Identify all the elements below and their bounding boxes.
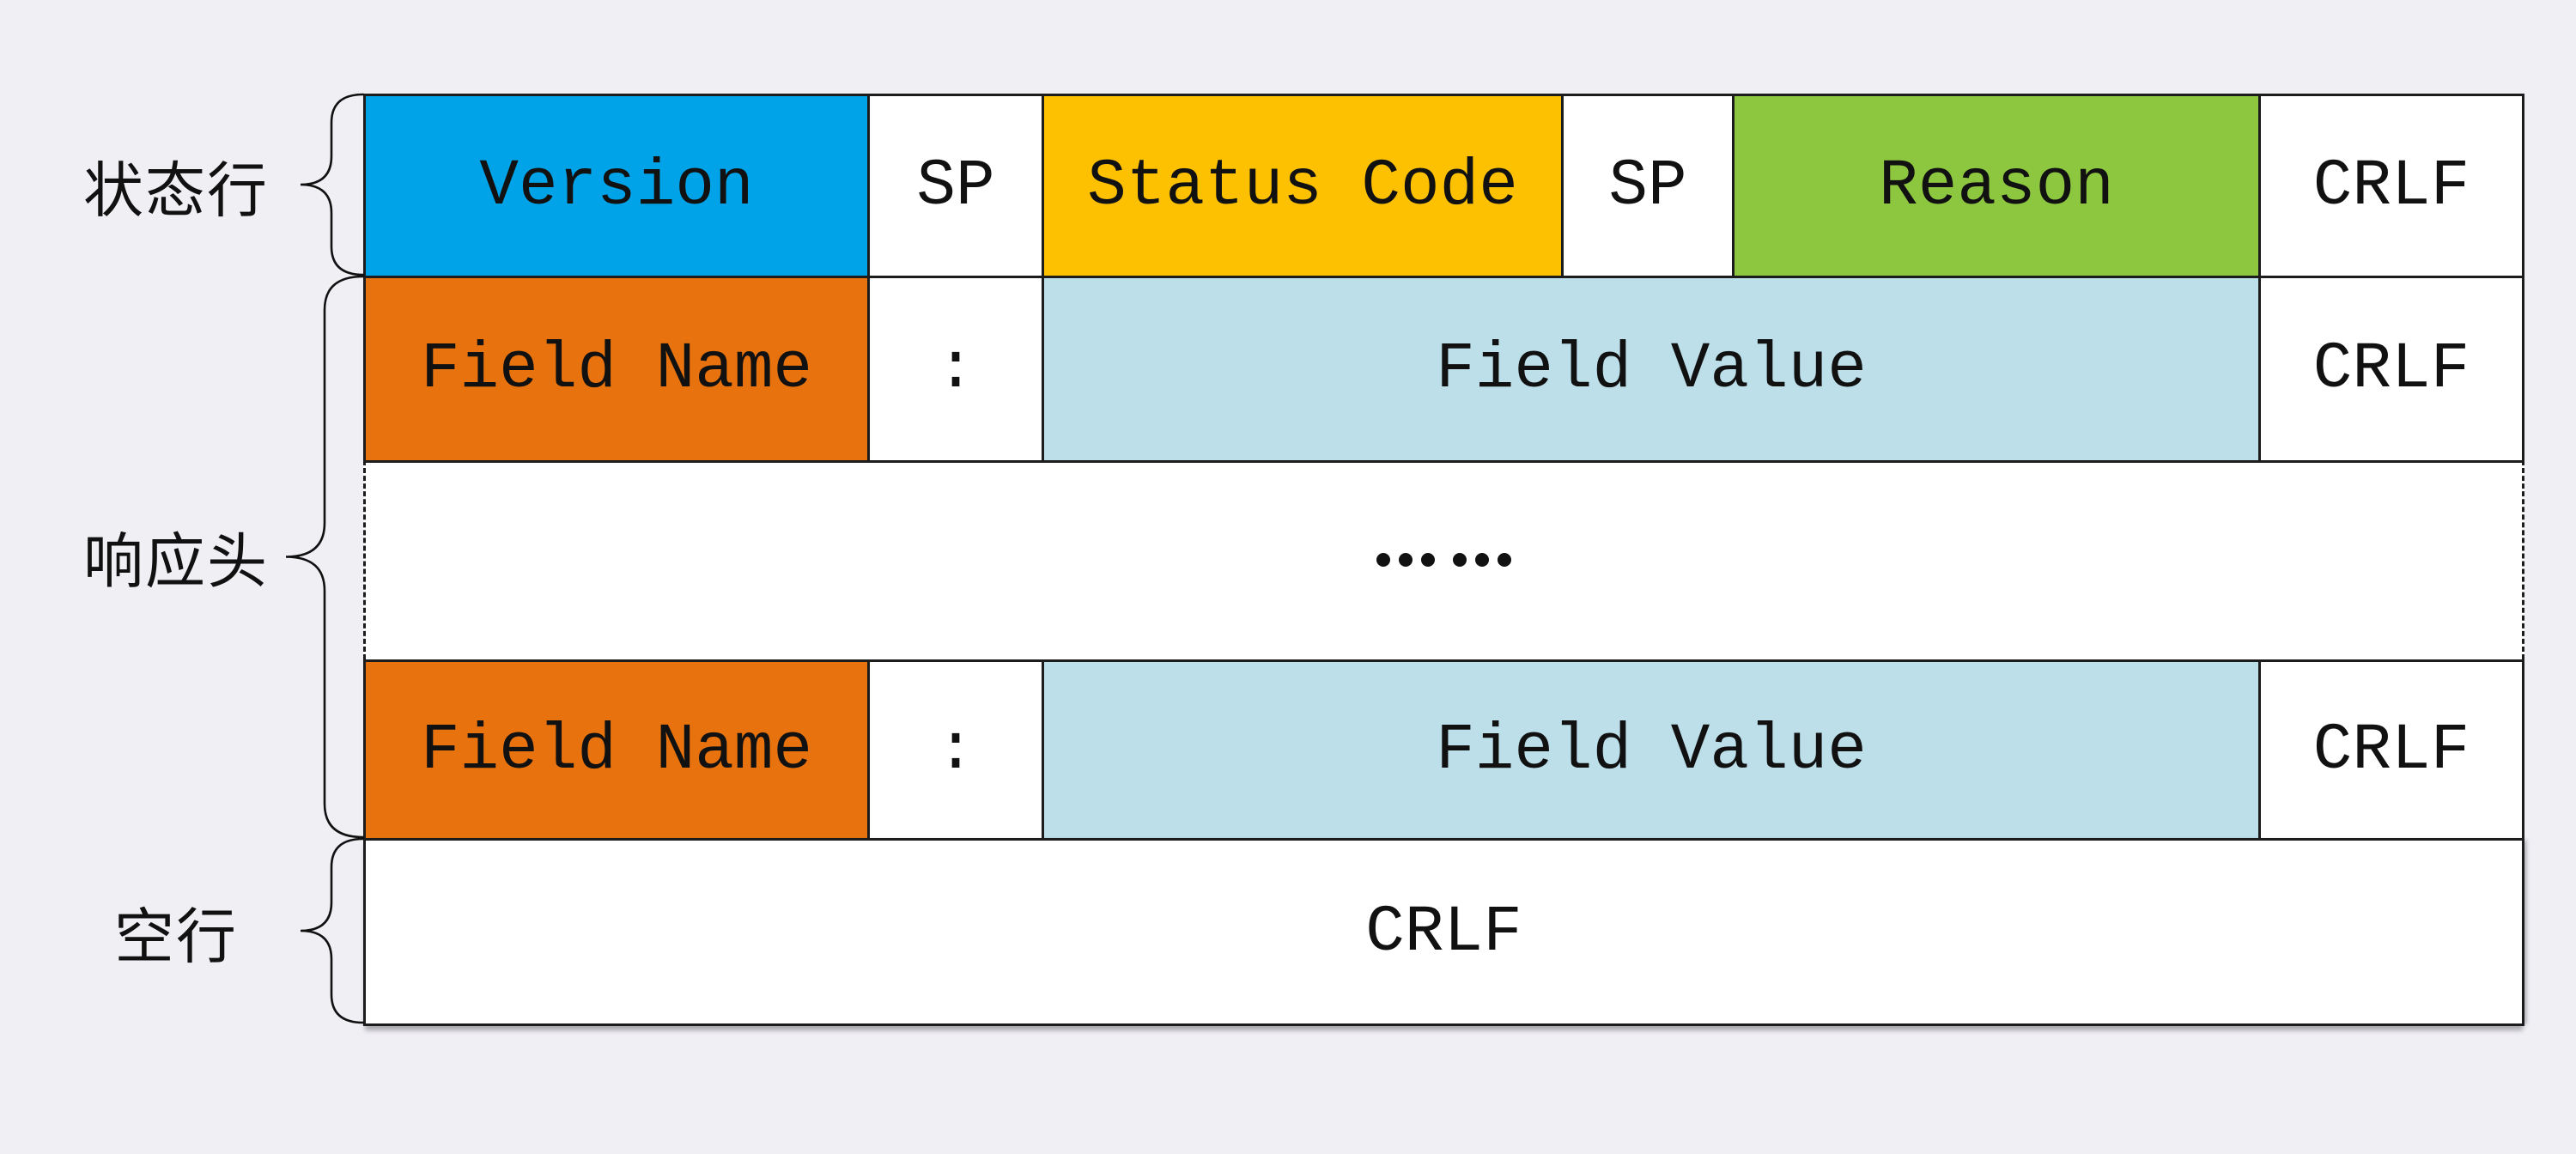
brace-response-headers <box>285 275 365 839</box>
cell-version: Version <box>363 94 870 278</box>
ellipsis-dot <box>1453 553 1467 567</box>
cell-field-value-2: Field Value <box>1042 659 2261 841</box>
cell-crlf-header-1: CRLF <box>2258 276 2524 463</box>
response-headers-continuation-row <box>363 460 2524 659</box>
cell-field-value-1: Field Value <box>1042 276 2261 463</box>
brace-blank-line <box>300 837 365 1024</box>
cell-sp-2: SP <box>1561 94 1735 278</box>
cell-crlf-blank-line: CRLF <box>363 838 2524 1026</box>
cell-reason: Reason <box>1732 94 2261 278</box>
ellipsis-dot <box>1376 553 1390 567</box>
cell-colon-2: : <box>867 659 1044 841</box>
ellipsis-dot <box>1399 553 1413 567</box>
cell-crlf-status-line: CRLF <box>2258 94 2524 278</box>
ellipsis-dot <box>1498 553 1511 567</box>
cell-crlf-header-2: CRLF <box>2258 659 2524 841</box>
brace-status-line <box>300 93 365 276</box>
label-blank-line: 空行 <box>114 905 238 971</box>
label-status-line: 状态行 <box>83 159 269 225</box>
cell-field-name-2: Field Name <box>363 659 870 841</box>
label-response-headers: 响应头 <box>83 530 269 596</box>
cell-colon-1: : <box>867 276 1044 463</box>
cell-sp-1: SP <box>867 94 1044 278</box>
cell-field-name-1: Field Name <box>363 276 870 463</box>
ellipsis-dot <box>1421 553 1435 567</box>
cell-status-code: Status Code <box>1042 94 1564 278</box>
ellipsis <box>1372 553 1516 567</box>
ellipsis-dot <box>1475 553 1489 567</box>
